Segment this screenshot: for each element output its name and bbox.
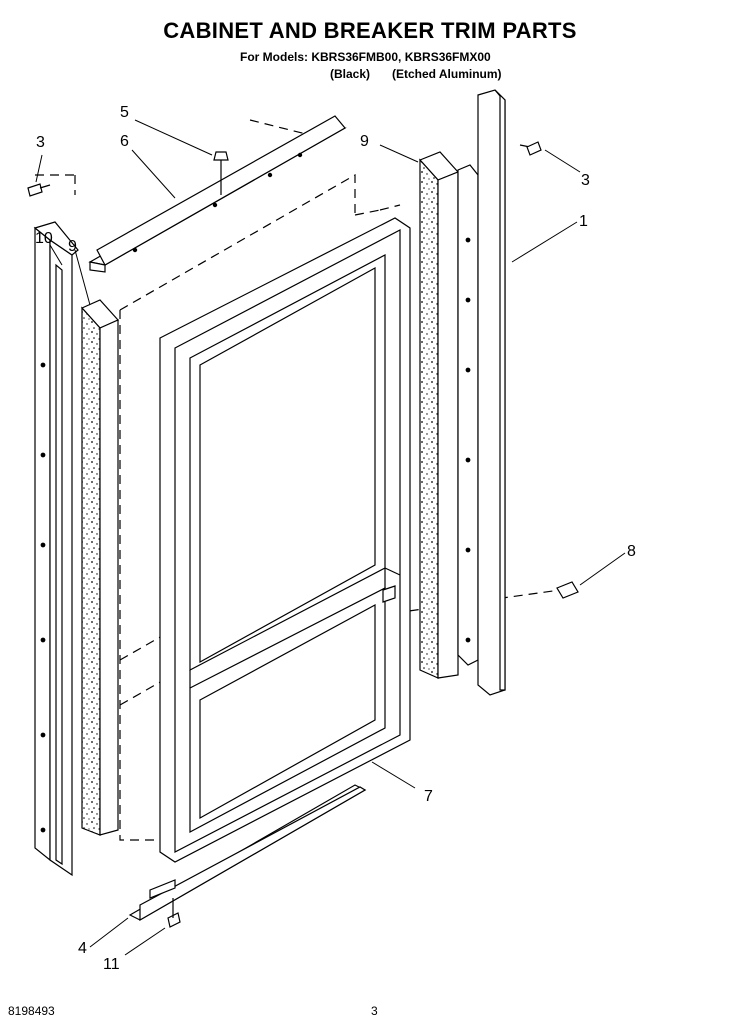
page-title: CABINET AND BREAKER TRIM PARTS: [163, 18, 577, 43]
callout-9-right: 9: [360, 133, 369, 150]
part-8-clip: [556, 581, 579, 599]
part-4-bottom-trim: [128, 784, 367, 922]
callout-4: 4: [78, 940, 87, 957]
callout-5: 5: [120, 104, 129, 121]
callout-11: 11: [103, 956, 120, 973]
callout-8: 8: [627, 543, 636, 560]
part-3-screw-right: [526, 141, 542, 156]
models-line: For Models: KBRS36FMB00, KBRS36FMX00: [240, 50, 491, 64]
callout-10: 10: [35, 230, 53, 247]
part-1-right-trim: [477, 89, 506, 696]
callout-6: 6: [120, 133, 129, 150]
callout-7: 7: [424, 788, 433, 805]
page-number: 3: [371, 1004, 378, 1018]
callout-3-right: 3: [581, 172, 590, 189]
finish-label-black: (Black): [330, 67, 371, 81]
part-9-gasket-right: [418, 151, 460, 679]
part-11-screw: [167, 898, 181, 928]
callout-1: 1: [579, 213, 588, 230]
part-10-left-trim: [33, 221, 79, 877]
right-inner-trim: [457, 164, 479, 666]
callout-3-left: 3: [36, 134, 45, 151]
part-9-gasket-left: [81, 299, 119, 836]
leader-lines: [35, 119, 626, 956]
callout-9-left: 9: [68, 238, 77, 255]
callout-labels: 5 6 3 9 10 9 3 1 8 7 4 11: [35, 104, 636, 973]
part-7-breaker-frame: [159, 217, 411, 863]
part-3-screw-left: [27, 183, 51, 197]
document-number: 8198493: [8, 1004, 55, 1018]
finish-label-aluminum: (Etched Aluminum): [392, 67, 502, 81]
part-5-screw: [213, 151, 229, 195]
